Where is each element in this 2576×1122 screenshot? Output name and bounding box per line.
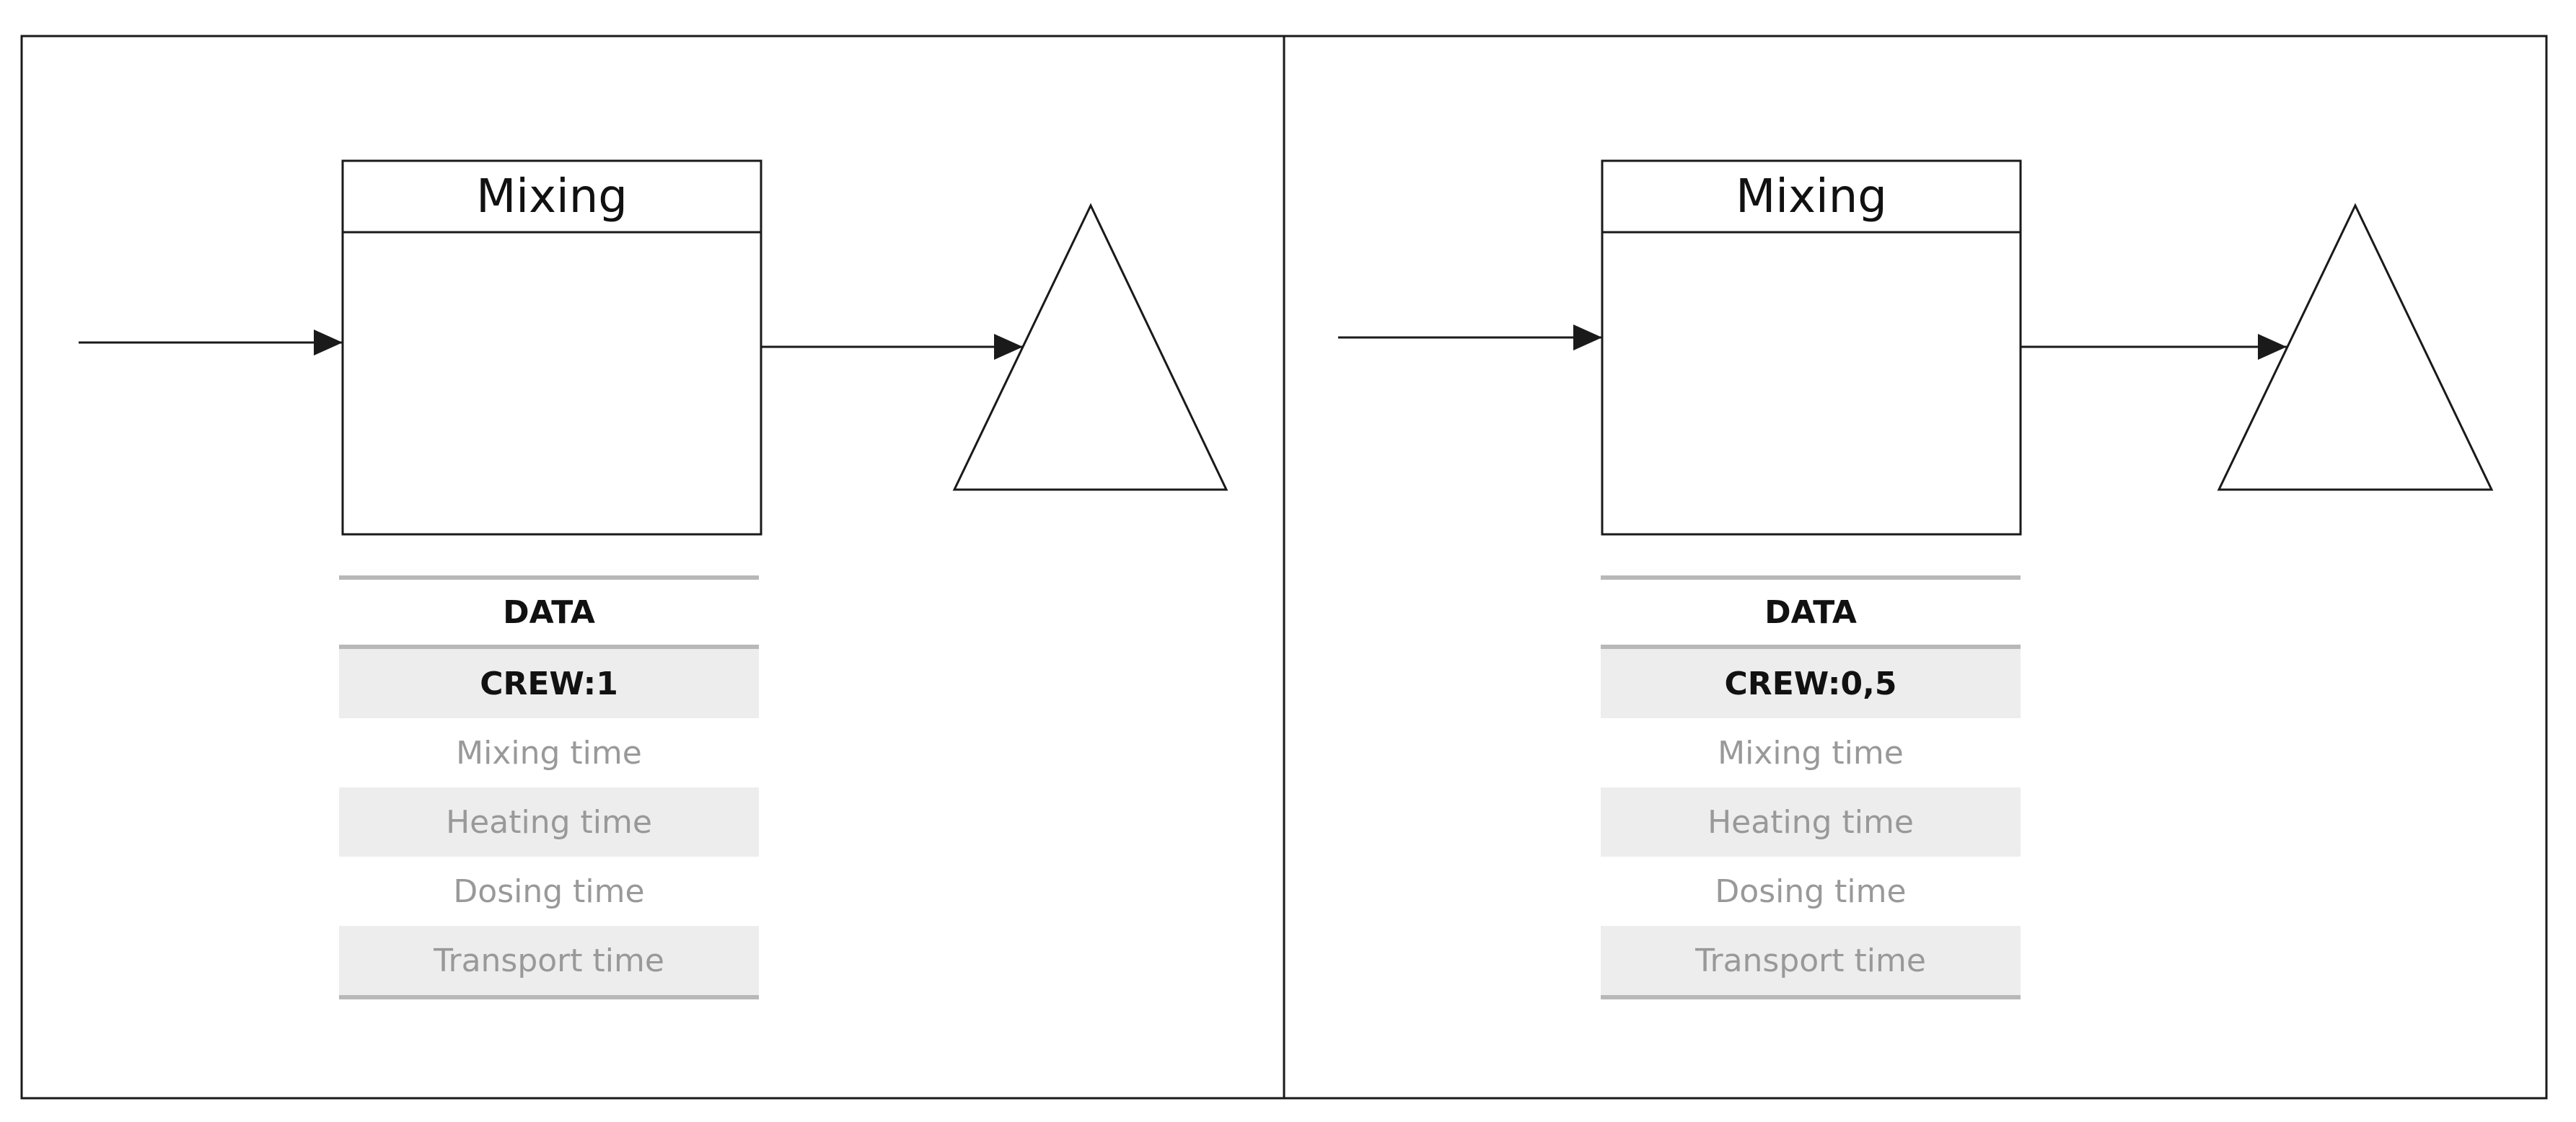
process-title: Mixing [1736, 170, 1887, 224]
data-table-header: DATA [339, 580, 759, 649]
data-row-transport-time: Transport time [339, 926, 759, 995]
data-row-transport-time: Transport time [1601, 926, 2021, 995]
data-row-mixing-time: Mixing time [1718, 734, 1904, 772]
data-table: DATA CREW:1 Mixing time Heating time Dos… [339, 575, 759, 999]
crew-value: CREW:0,5 [1601, 649, 2021, 718]
data-table-header: DATA [1601, 580, 2021, 649]
panel-1 [79, 159, 1228, 536]
inventory-triangle [952, 203, 1228, 491]
data-row-dosing-time: Dosing time [453, 873, 645, 910]
panel-2 [1338, 159, 2494, 536]
process-title: Mixing [476, 170, 628, 224]
data-table: DATA CREW:0,5 Mixing time Heating time D… [1601, 575, 2021, 999]
data-row-dosing-time: Dosing time [1715, 873, 1907, 910]
data-row-heating-time: Heating time [339, 787, 759, 857]
inventory-triangle [2217, 203, 2494, 491]
data-row-mixing-time: Mixing time [456, 734, 642, 772]
data-row-heating-time: Heating time [1601, 787, 2021, 857]
process-box [1601, 159, 2022, 536]
crew-value: CREW:1 [339, 649, 759, 718]
process-box [341, 159, 762, 536]
